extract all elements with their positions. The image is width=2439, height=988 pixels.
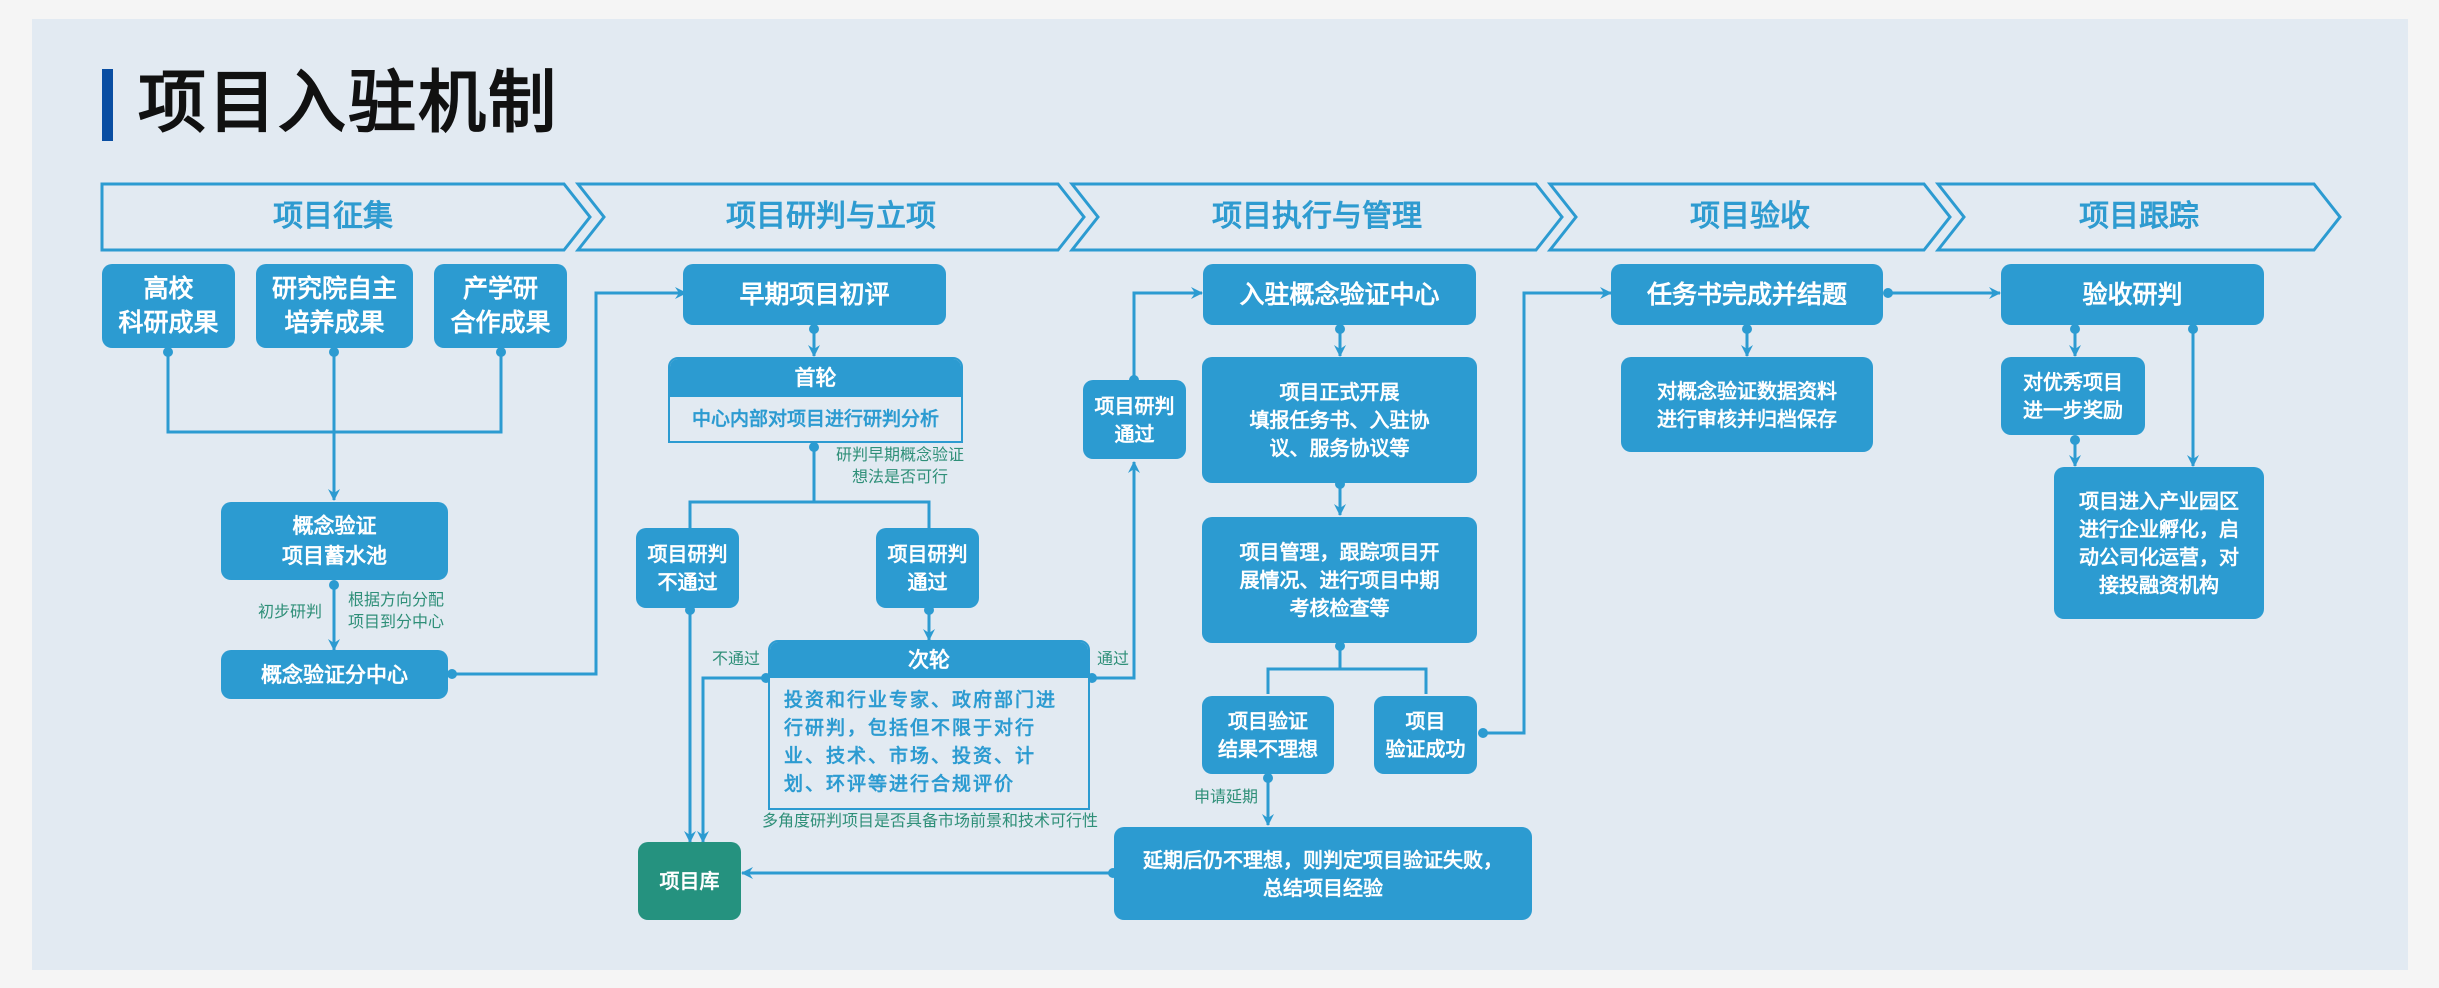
source-industry-academia: 产学研 合作成果 <box>434 264 567 348</box>
industrial-park: 项目进入产业园区 进行企业孵化，启 动公司化运营，对 接投融资机构 <box>2054 467 2264 619</box>
result-unsatisfactory: 项目验证 结果不理想 <box>1202 696 1334 774</box>
first-round-body: 中心内部对项目进行研判分析 <box>691 408 939 430</box>
stage-chevron-collection <box>100 182 592 252</box>
connector-subcenter-to-review <box>452 287 687 676</box>
note-extension: 申请延期 <box>1193 787 1258 806</box>
reward: 对优秀项目 进一步奖励 <box>2001 357 2145 435</box>
note-preliminary-review: 初步研判 <box>257 602 322 621</box>
archive: 对概念验证数据资料 进行审核并归档保存 <box>1621 357 1873 452</box>
first-round: 首轮 中心内部对项目进行研判分析 <box>668 357 963 443</box>
stage-chevron-execution <box>1068 182 1564 252</box>
acceptance-review: 验收研判 <box>2001 264 2264 325</box>
connector-pass-to-center <box>1132 287 1203 380</box>
connector-second-pass <box>1092 461 1140 680</box>
note-second-round: 多角度研判项目是否具备市场前景和技术可行性 <box>761 811 1098 830</box>
connector-second-fail <box>697 676 766 843</box>
note-second-fail: 不通过 <box>711 649 760 668</box>
source-institute: 研究院自主 培养成果 <box>256 264 413 348</box>
diagram-panel <box>32 19 2408 970</box>
execution-pass: 项目研判 通过 <box>1083 380 1186 459</box>
stage-chevron-evaluation <box>574 182 1086 252</box>
page-title: 项目入驻机制 <box>138 64 559 143</box>
project-library: 项目库 <box>638 842 741 920</box>
connector-sources-merge <box>166 352 503 434</box>
formal-start: 项目正式开展 填报任务书、入驻协 议、服务协议等 <box>1202 357 1477 483</box>
connector-first-split <box>688 447 931 528</box>
connector-success-to-task <box>1483 287 1612 735</box>
stage-chevron-tracking <box>1934 182 2342 252</box>
connector-mgmt-split <box>1266 646 1428 694</box>
task-complete: 任务书完成并结题 <box>1611 264 1883 325</box>
second-round-body: 投资和行业专家、政府部门进行研判，包括但不限于对行业、技术、市场、投资、计划、环… <box>784 689 1058 795</box>
first-round-header: 首轮 <box>670 359 961 397</box>
stage-execution: 项目执行与管理 <box>1212 199 1422 234</box>
incubation-center: 入驻概念验证中心 <box>1203 264 1476 325</box>
early-review: 早期项目初评 <box>683 264 946 325</box>
note-second-pass: 通过 <box>1096 649 1129 668</box>
stage-tracking: 项目跟踪 <box>2079 199 2199 234</box>
second-round: 次轮 投资和行业专家、政府部门进行研判，包括但不限于对行业、技术、市场、投资、计… <box>768 640 1090 810</box>
stage-chevron-acceptance <box>1546 182 1952 252</box>
stage-collection: 项目征集 <box>273 199 393 234</box>
verification-success: 项目 验证成功 <box>1374 696 1477 774</box>
stage-evaluation: 项目研判与立项 <box>726 199 936 234</box>
verification-failure: 延期后仍不理想，则判定项目验证失败， 总结项目经验 <box>1114 827 1532 920</box>
title-accent-bar <box>102 69 113 141</box>
evaluation-pass: 项目研判 通过 <box>876 528 979 608</box>
project-management: 项目管理，跟踪项目开 展情况、进行项目中期 考核检查等 <box>1202 517 1477 643</box>
sub-center: 概念验证分中心 <box>221 650 448 699</box>
evaluation-fail: 项目研判 不通过 <box>636 528 739 608</box>
note-first-round: 研判早期概念验证 想法是否可行 <box>835 445 964 486</box>
note-allocate: 根据方向分配 项目到分中心 <box>347 590 444 631</box>
stage-acceptance: 项目验收 <box>1690 199 1810 234</box>
project-pool: 概念验证 项目蓄水池 <box>221 502 448 580</box>
source-university: 高校 科研成果 <box>102 264 235 348</box>
second-round-header: 次轮 <box>770 642 1088 678</box>
